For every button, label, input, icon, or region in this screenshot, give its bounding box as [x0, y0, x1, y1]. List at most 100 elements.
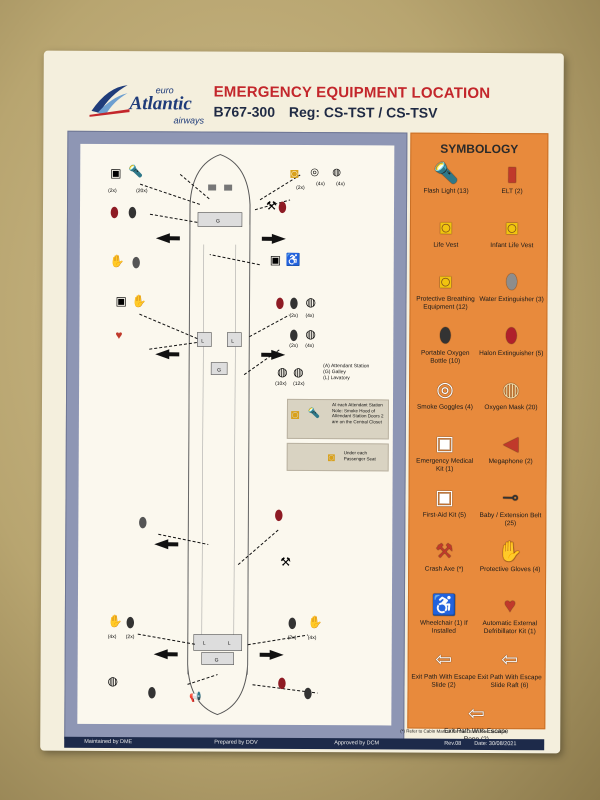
- oxygen-mask-icon: ◍: [305, 295, 317, 310]
- crash-axe-icon: ⚒: [435, 540, 454, 563]
- legend-item-label: First-Aid Kit (5): [422, 511, 467, 519]
- oxygen-bottle-icon: ⬮: [147, 684, 157, 701]
- smoke-goggles-icon: ◎: [310, 167, 319, 179]
- galley-label: G: [217, 368, 221, 374]
- plan-notes: (A) Attendant Station (G) Galley (L) Lav…: [323, 363, 391, 381]
- oxygen-mask-icon: ◍: [277, 364, 288, 379]
- lavatory-label: L: [228, 641, 231, 647]
- equipment-count: (4x): [336, 181, 345, 188]
- legend-items: 🔦Flash Light (13) ▮ ELT (2) ◙Life Vest ◙ Infa…: [411, 134, 547, 743]
- legend-item-label: Baby / Extension Belt (25): [479, 511, 542, 527]
- legend-item: 🔦Flash Light (13): [413, 162, 479, 196]
- equipment-count: (2x): [287, 634, 297, 641]
- legend-item: ⬮Water Extinguisher (3): [479, 270, 545, 304]
- symbology-legend: SYMBOLOGY 🔦Flash Light (13)▮ELT (2)◙Life…: [407, 132, 549, 743]
- aed-icon: ♥: [503, 595, 516, 618]
- elt-icon: ▮: [506, 163, 518, 186]
- exit-raft-icon: ⇦: [501, 649, 519, 672]
- legend-item: ◀Megaphone (2): [478, 432, 544, 466]
- equipment-count: (4x): [305, 313, 315, 320]
- oxygen-bottle-icon: ⬮: [289, 326, 299, 343]
- oxygen-mask-icon: ◍: [107, 673, 119, 689]
- extension-belt-icon: ⊸: [502, 487, 519, 510]
- flashlight-icon: 🔦: [307, 408, 321, 420]
- first-aid-kit-icon: ▣: [115, 294, 127, 309]
- flashlight-icon: 🔦: [128, 164, 144, 179]
- oxygen-bottle-icon: ⬮: [127, 204, 137, 221]
- galley-label: G: [216, 219, 220, 225]
- equipment-count: (4x): [316, 181, 325, 188]
- legend-item-label: Crash Axe (*): [424, 565, 464, 573]
- lavatory-label: L: [203, 640, 206, 646]
- water-extinguisher-icon: ⬮: [505, 271, 518, 294]
- legend-item-label: Smoke Goggles (4): [416, 403, 473, 411]
- legend-item: ◙Life Vest: [413, 216, 479, 250]
- lavatory-note: (L) Lavatory: [323, 375, 350, 382]
- attendant-station-equipment-box: ◙ 🔦 At each Attendant Station Note: Smok…: [286, 398, 390, 440]
- revision: Rev.08: [444, 740, 462, 747]
- passenger-seat-note: Under each Passenger Seat: [343, 450, 376, 461]
- revision-date: Date: 30/08/2021: [474, 740, 517, 748]
- wheelchair-icon: ♿: [285, 252, 301, 267]
- legend-item-label: ELT (2): [501, 188, 523, 196]
- aed-icon: ♥: [115, 328, 123, 343]
- oxygen-bottle-icon: ⬮: [125, 614, 135, 631]
- medical-kit-icon: ▣: [269, 252, 282, 267]
- legend-item: ⊸Baby / Extension Belt (25): [477, 486, 543, 527]
- legend-item-label: Life Vest: [433, 241, 459, 249]
- halon-extinguisher-icon: ⬮: [505, 325, 518, 348]
- crash-axe-footnote: (*) Refer to Cabin Manual for the Crash …: [400, 728, 508, 735]
- galley-label: G: [215, 658, 219, 664]
- halon-extinguisher-icon: ⬮: [275, 294, 285, 311]
- equipment-count: (2x): [289, 312, 299, 319]
- life-vest-icon: ◙: [327, 450, 335, 465]
- legend-title: SYMBOLOGY: [440, 141, 519, 157]
- pbe-icon: ◙: [439, 270, 452, 293]
- legend-item-label: Exit Path With Escape Slide (2): [411, 673, 476, 689]
- legend-item-label: Exit Path With Escape Slide Raft (6): [477, 673, 542, 689]
- megaphone-icon: 📢: [189, 692, 202, 704]
- legend-item: ◙ Protective Breathing Equipment (12): [412, 270, 478, 311]
- protective-gloves-icon: ✋: [109, 253, 125, 269]
- protective-gloves-icon: ✋: [107, 613, 123, 629]
- legend-item: ◍Oxygen Mask (20): [478, 378, 544, 412]
- legend-item: ◎ Smoke Goggles (4): [412, 378, 478, 412]
- equipment-count: (2x): [296, 184, 305, 192]
- oxygen-mask-icon: ◍: [502, 379, 520, 402]
- water-extinguisher-icon: ⬮: [138, 514, 148, 531]
- legend-item: ▣ First-Aid Kit (5): [411, 486, 477, 520]
- oxygen-bottle-icon: ⬮: [289, 294, 299, 311]
- legend-item: ⚒ Crash Axe (*): [411, 540, 477, 574]
- legend-item-label: Emergency Medical Kit (1): [416, 457, 474, 473]
- oxygen-mask-icon: ◍: [332, 167, 341, 179]
- legend-item-label: Infant Life Vest: [490, 241, 534, 250]
- megaphone-icon: ◀: [503, 433, 519, 456]
- legend-item: ⬮Portable Oxygen Bottle (10): [412, 324, 478, 365]
- equipment-count: (4x): [305, 343, 314, 350]
- medical-kit-icon: ▣: [435, 432, 455, 455]
- equipment-count: (2x): [289, 342, 298, 349]
- smoke-goggles-icon: ◎: [436, 378, 454, 401]
- crash-axe-icon: ⚒: [280, 554, 291, 569]
- attendant-station-note: At each Attendant Station Note: Smoke Ho…: [331, 402, 384, 424]
- equipment-count: (10x): [275, 380, 287, 387]
- halon-extinguisher-icon: ⬮: [109, 203, 119, 221]
- equipment-count: (4x): [307, 635, 317, 642]
- placard-footer: Maintained by DME Prepared by DOV Approv…: [64, 736, 545, 751]
- airline-logo: euro Atlantic airways: [89, 79, 209, 128]
- flashlight-icon: 🔦: [433, 162, 459, 185]
- first-aid-kit-icon: ▣: [434, 486, 455, 509]
- pbe-icon: ◙: [290, 405, 300, 422]
- legend-item: ♿Wheelchair (1) If Installed: [411, 594, 477, 635]
- exit-rope-icon: ⇦: [467, 702, 485, 725]
- legend-item-label: Protective Gloves (4): [479, 565, 541, 574]
- protective-gloves-icon: ✋: [497, 541, 523, 564]
- legend-item-label: Halon Extinguisher (5): [479, 349, 544, 358]
- equipment-count: (12x): [293, 380, 305, 388]
- infant-oxygen-mask-icon: ◍: [293, 364, 304, 380]
- first-aid-kit-icon: ▣: [110, 165, 122, 181]
- placard-subtitle: B767-300 Reg: CS-TST / CS-TSV: [213, 104, 447, 121]
- lavatory-label: L: [231, 339, 234, 345]
- legend-item-label: Protective Breathing Equipment (12): [416, 295, 475, 311]
- legend-item: ⬮Halon Extinguisher (5): [478, 324, 544, 358]
